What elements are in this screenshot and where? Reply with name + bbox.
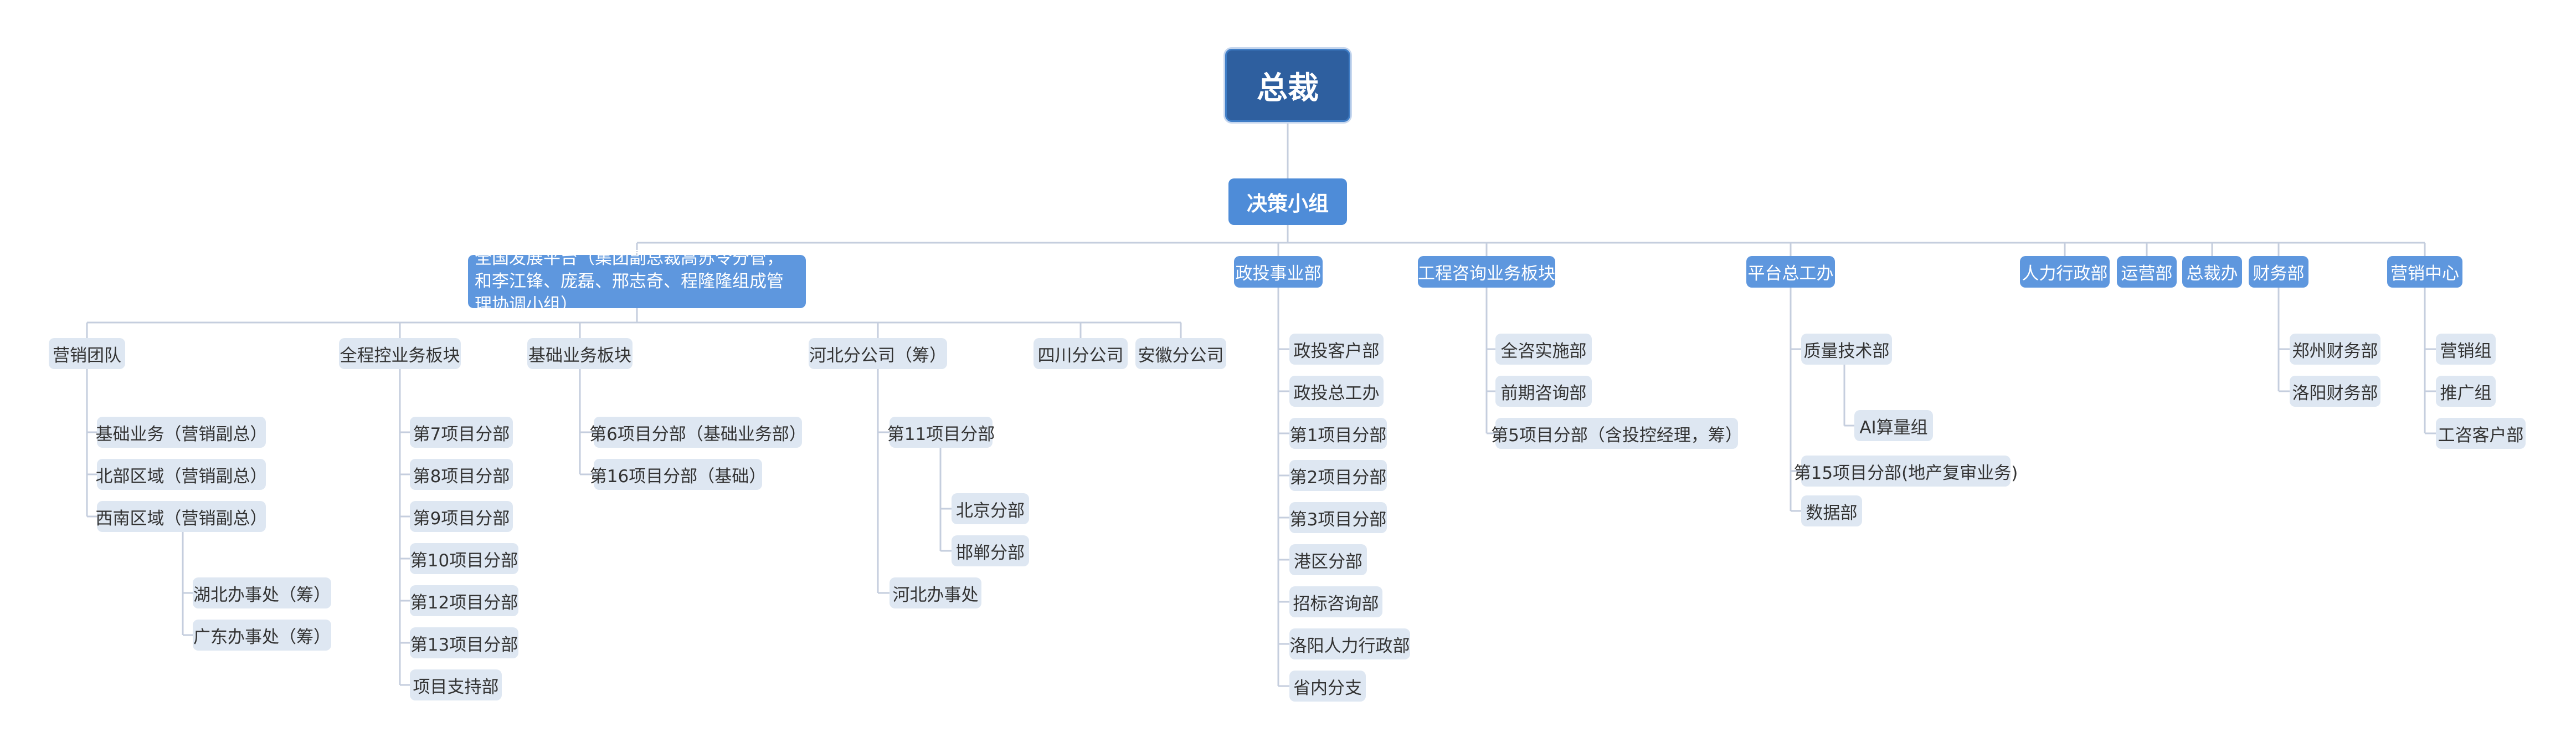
list-item: 湖北办事处（筹） [193, 577, 331, 608]
list-item: 第2项目分部 [1289, 460, 1387, 491]
list-item: 前期咨询部 [1495, 376, 1592, 407]
list-item: 广东办事处（筹） [193, 620, 331, 651]
list-item: 营销组 [2436, 334, 2496, 365]
list-item: 第16项目分部（基础） [590, 459, 766, 490]
list-item: 第5项目分部（含投控经理，筹） [1491, 418, 1742, 449]
branch-caiwu: 财务部 [2249, 256, 2308, 288]
list-item: 郑州财务部 [2290, 334, 2380, 365]
list-item: 数据部 [1801, 495, 1862, 526]
list-item: 北京分部 [952, 493, 1029, 524]
node-decision-group: 决策小组 [1228, 178, 1347, 225]
branch-renli: 人力行政部 [2020, 256, 2110, 288]
list-item: 邯郸分部 [952, 535, 1029, 566]
node-quanguocheng: 全程控业务板块 [339, 338, 461, 369]
list-item: 第11项目分部 [887, 417, 995, 448]
list-item: 政投客户部 [1289, 334, 1384, 365]
node-sichuan: 四川分公司 [1034, 338, 1128, 369]
list-item: 第3项目分部 [1289, 502, 1387, 533]
list-item: 全咨实施部 [1495, 334, 1592, 365]
node-yingxiao-team: 营销团队 [49, 338, 125, 369]
node-jichu: 基础业务板块 [527, 338, 633, 369]
list-item: 推广组 [2436, 376, 2496, 407]
list-item: 洛阳人力行政部 [1289, 628, 1410, 659]
list-item: 省内分支 [1289, 671, 1366, 702]
list-item: 工咨客户部 [2436, 418, 2526, 449]
list-item: 质量技术部 [1801, 334, 1892, 365]
branch-yingxiao-center: 营销中心 [2387, 256, 2462, 288]
list-item: 洛阳财务部 [2290, 376, 2380, 407]
node-hebei: 河北分公司（筹） [809, 338, 947, 369]
branch-national-platform: 全国发展平台（集团副总裁高苏令分管，和李江锋、庞磊、邢志奇、程隆隆组成管理协调小… [468, 248, 806, 315]
list-item: 政投总工办 [1289, 376, 1384, 407]
list-item: 第13项目分部 [410, 627, 518, 658]
list-item: 港区分部 [1289, 544, 1367, 575]
list-item: 第1项目分部 [1289, 418, 1387, 449]
list-item: 北部区域（营销副总） [96, 459, 268, 490]
node-anhui: 安徽分公司 [1135, 338, 1226, 369]
list-item: 第12项目分部 [410, 585, 518, 616]
list-item: 招标咨询部 [1289, 586, 1382, 617]
branch-zongcaiban: 总裁办 [2182, 256, 2242, 288]
root-node-president: 总裁 [1225, 49, 1350, 122]
list-item: 河北办事处 [889, 577, 981, 608]
list-item: 西南区域（营销副总） [96, 501, 268, 532]
list-item: 第6项目分部（基础业务部） [589, 417, 806, 448]
list-item: 基础业务（营销副总） [96, 417, 268, 448]
list-item: 第8项目分部 [410, 459, 513, 490]
branch-pingtai: 平台总工办 [1746, 256, 1835, 288]
list-item: 项目支持部 [410, 669, 502, 700]
branch-gongcheng: 工程咨询业务板块 [1418, 256, 1555, 288]
list-item: 第9项目分部 [410, 501, 513, 532]
list-item: 第7项目分部 [410, 417, 513, 448]
branch-yunying: 运营部 [2117, 256, 2177, 288]
list-item: 第15项目分部(地产复审业务) [1794, 456, 2018, 487]
list-item: AI算量组 [1854, 410, 1933, 441]
list-item: 第10项目分部 [410, 543, 518, 574]
branch-zhengtou: 政投事业部 [1234, 256, 1323, 288]
